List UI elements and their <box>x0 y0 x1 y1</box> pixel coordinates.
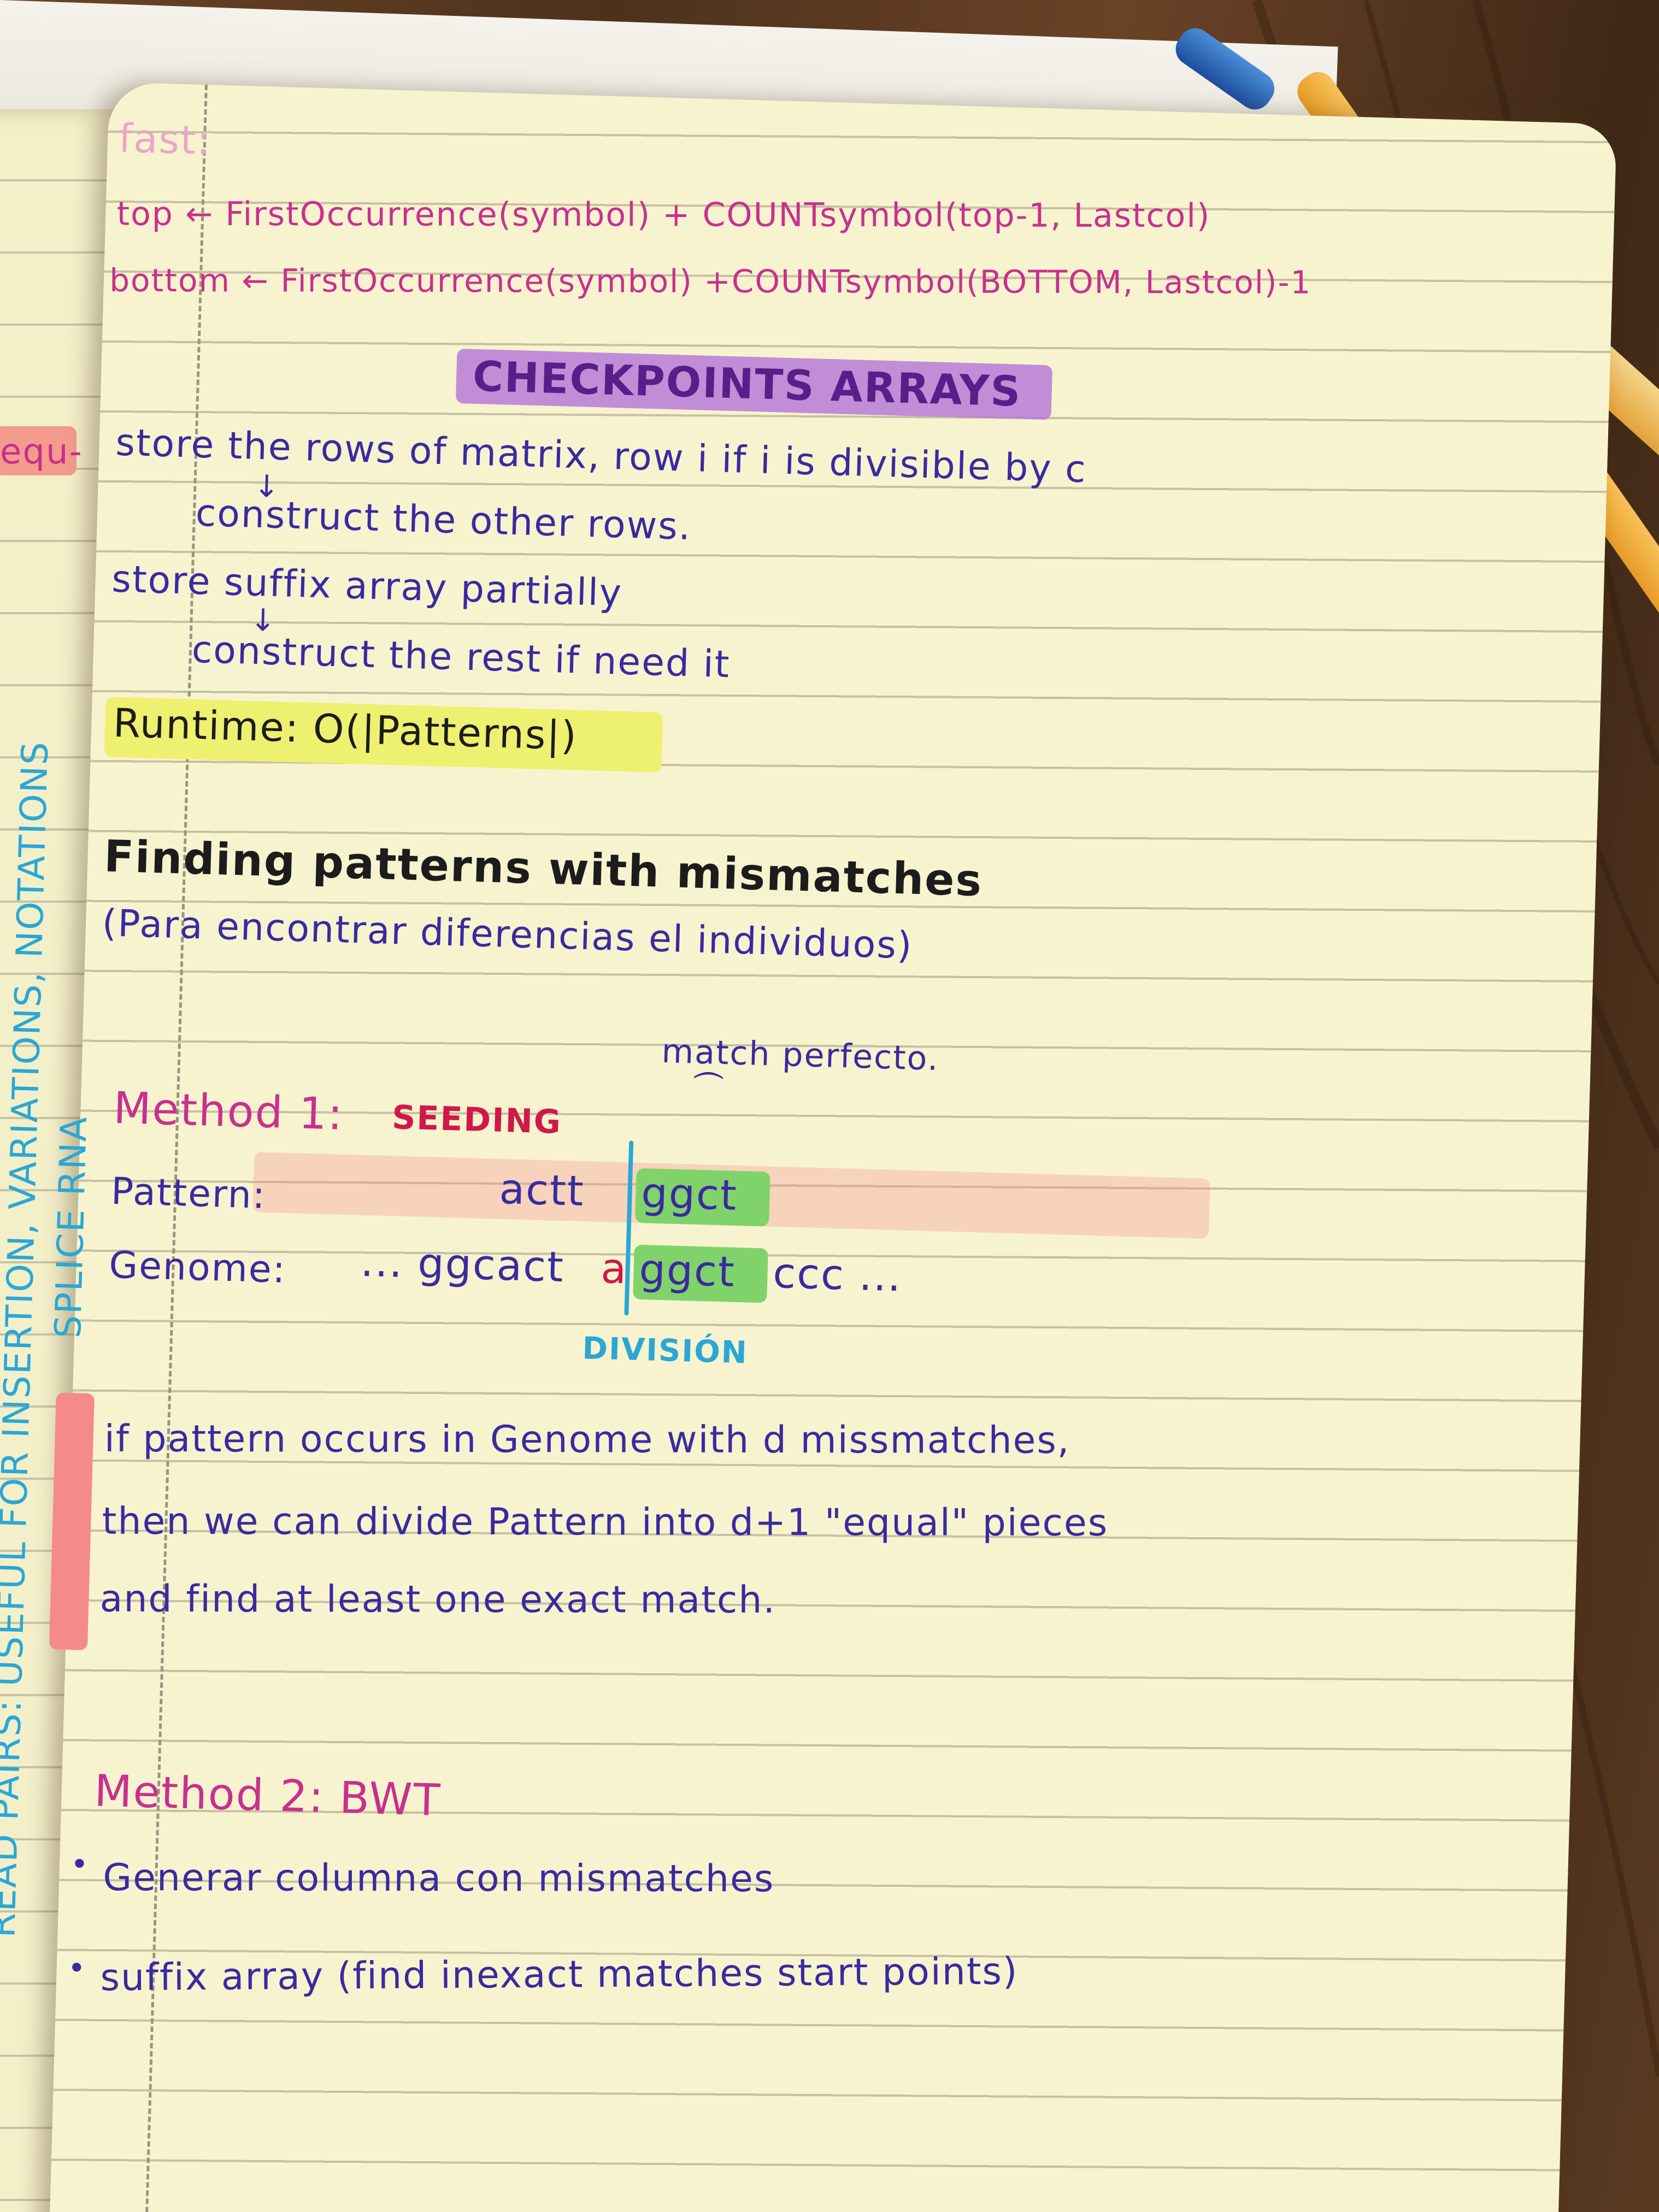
paragraph-side-highlight <box>49 1392 95 1650</box>
paragraph-line-2: then we can divide Pattern into d+1 "equ… <box>102 1499 1109 1545</box>
bullet-2: suffix array (find inexact matches start… <box>100 1950 1019 2000</box>
store-suffix-text: store suffix array partially <box>111 557 623 615</box>
brace-icon: ⏜ <box>693 1071 725 1108</box>
division-label: DIVISIÓN <box>581 1331 749 1371</box>
method1-name: SEEDING <box>391 1098 562 1142</box>
pattern-label: Pattern: <box>110 1169 267 1217</box>
fast-label: fast: <box>117 115 212 164</box>
bottom-formula: bottom ← FirstOccurrence(symbol) +COUNTs… <box>109 261 1312 301</box>
bullet-1: Generar columna con mismatches <box>103 1856 775 1901</box>
top-formula: top ← FirstOccurrence(symbol) + COUNTsym… <box>116 195 1211 236</box>
checkpoints-title: CHECKPOINTS ARRAYS <box>472 351 1022 416</box>
construct-rows-text: construct the other rows. <box>195 491 692 549</box>
paragraph-line-1: if pattern occurs in Genome with d missm… <box>104 1417 1070 1462</box>
genome-prefix: ... ggcact <box>360 1237 566 1292</box>
bullet-dot: • <box>67 1950 87 1987</box>
genome-match: ggct <box>638 1244 736 1296</box>
side-note-splice: SPLICE RNA <box>46 1115 96 1339</box>
pattern-prefix: actt <box>498 1164 585 1216</box>
method2-label: Method 2: BWT <box>93 1765 442 1826</box>
finding-subtitle: (Para encontrar diferencias el individuo… <box>101 902 914 968</box>
method1-label: Method 1: <box>113 1082 345 1140</box>
bullet-dot: • <box>69 1846 90 1883</box>
notebook-page: READ PAIRS: USEFUL FOR INSERTION, VARIAT… <box>0 82 1617 2212</box>
genome-suffix: ccc ... <box>772 1248 903 1301</box>
left-page-fragment: equ- <box>0 432 83 472</box>
finding-title: Finding patterns with mismatches <box>103 831 984 907</box>
construct-rest-text: construct the rest if need it <box>191 628 731 687</box>
genome-mismatch: a <box>600 1243 628 1293</box>
left-page-highlight <box>0 426 77 475</box>
pattern-match: ggct <box>640 1168 738 1220</box>
paragraph-line-3: and find at least one exact match. <box>99 1577 776 1622</box>
genome-label: Genome: <box>108 1243 287 1292</box>
